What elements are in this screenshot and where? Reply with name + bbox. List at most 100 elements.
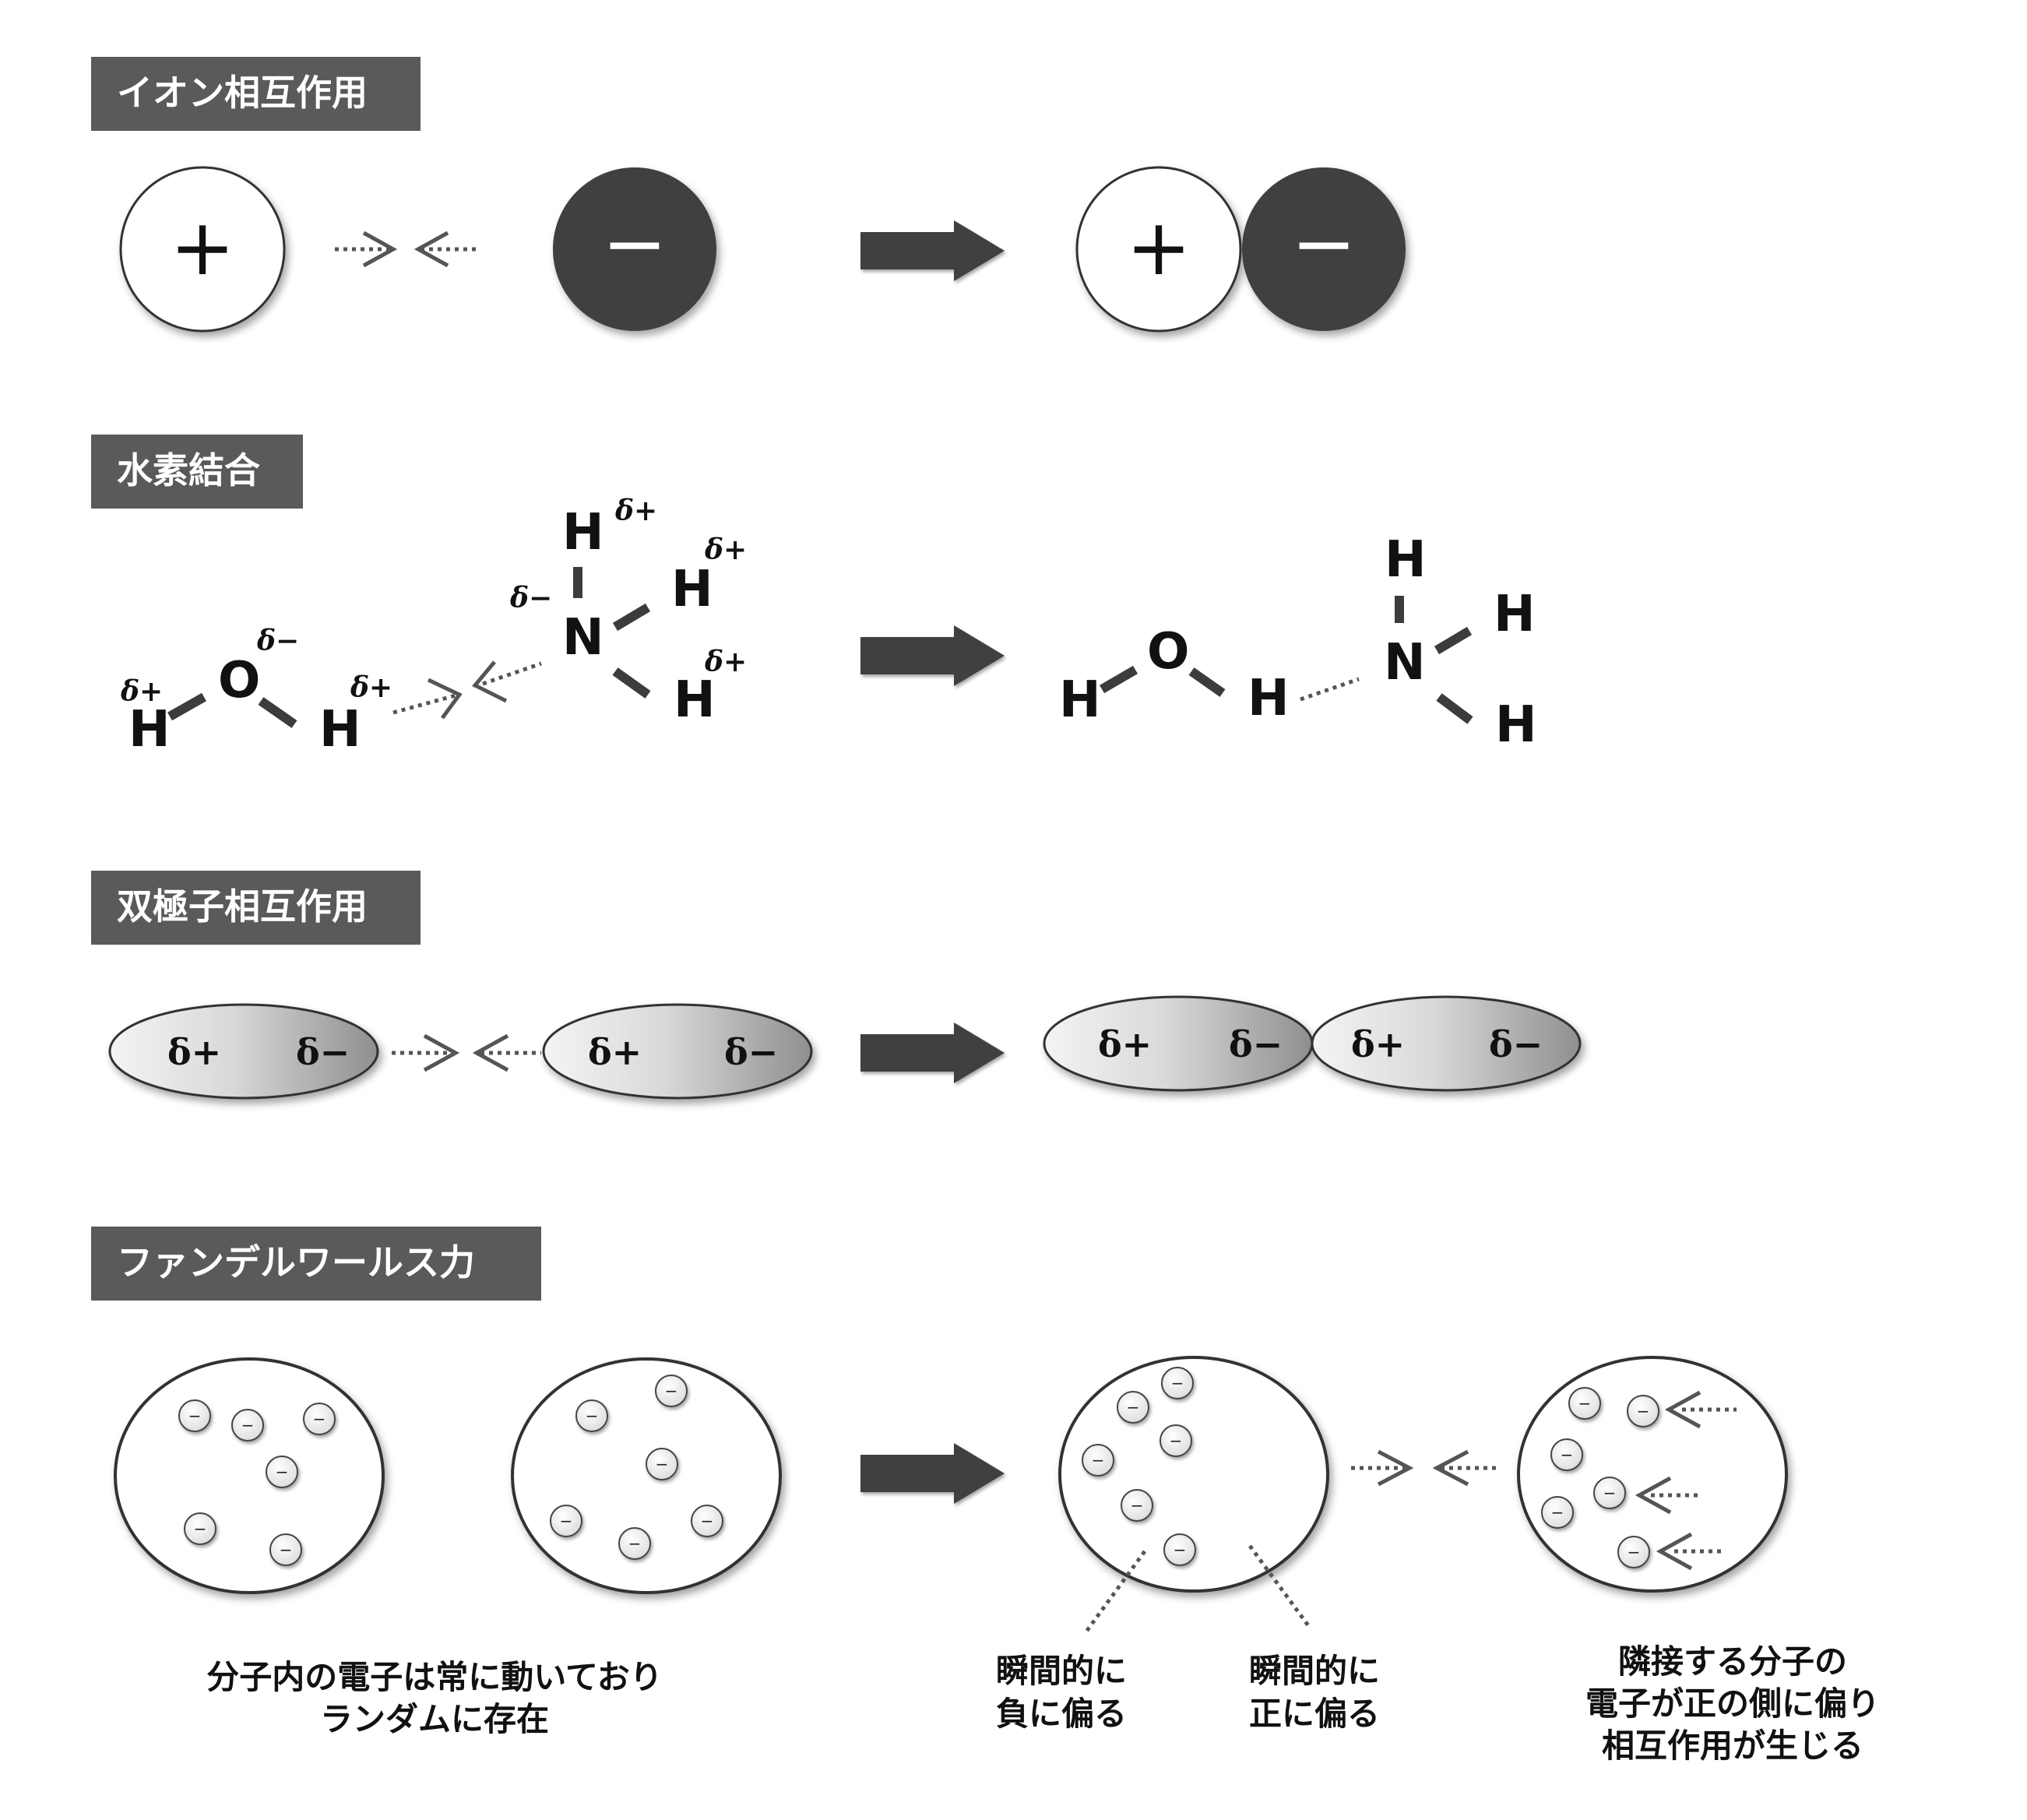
atom-n: N bbox=[1384, 634, 1426, 692]
attraction-arrows-vdw bbox=[1351, 1449, 1499, 1487]
molecule-induced: −−−−−− bbox=[1517, 1356, 1788, 1593]
section-header-dipole: 双極子相互作用 bbox=[91, 871, 421, 945]
electron-sign: − bbox=[280, 1540, 293, 1559]
atom-h: H bbox=[674, 671, 716, 729]
caption-line: 負に偏る bbox=[996, 1695, 1127, 1733]
dipole-delta-plus: δ+ bbox=[167, 1031, 221, 1073]
electron: − bbox=[1593, 1477, 1626, 1509]
dipole-pair: δ+ δ− δ+ δ− bbox=[1043, 995, 1582, 1092]
electron: − bbox=[1082, 1444, 1114, 1477]
caption-line: 電子が正の側に偏り bbox=[1585, 1684, 1880, 1723]
reaction-arrow-ionic bbox=[860, 220, 1005, 281]
electron-sign: − bbox=[1561, 1445, 1574, 1464]
electron-group: − − − − − − bbox=[178, 1399, 336, 1566]
section-title-dipole: 双極子相互作用 bbox=[117, 885, 368, 928]
electron-sign: − bbox=[1170, 1431, 1183, 1450]
electron-sign: − bbox=[1127, 1398, 1140, 1417]
atom-h: H bbox=[319, 701, 361, 759]
electron: − bbox=[575, 1399, 608, 1432]
dipole-delta-plus: δ+ bbox=[1351, 1023, 1405, 1065]
electron: − bbox=[655, 1375, 688, 1407]
dipole-delta-plus: δ+ bbox=[1098, 1023, 1152, 1065]
caption-line: ランダムに存在 bbox=[320, 1700, 549, 1738]
electron: − bbox=[1160, 1424, 1192, 1457]
caption-neighbor: 隣接する分子の 電子が正の側に偏り 相互作用が生じる bbox=[1585, 1642, 1880, 1765]
electron-sign: − bbox=[628, 1534, 642, 1553]
ammonia-molecule: H δ+ δ− N H δ+ H δ+ bbox=[509, 495, 747, 729]
dipole-delta-minus: δ− bbox=[1229, 1023, 1283, 1065]
electron: − bbox=[1627, 1395, 1659, 1427]
section-title-ionic: イオン相互作用 bbox=[117, 72, 368, 114]
caption-negative: 瞬間的に 負に偏る bbox=[996, 1652, 1127, 1733]
electron-shift-arrows bbox=[1635, 1390, 1737, 1571]
electron-sign: − bbox=[1171, 1374, 1184, 1392]
electron-sign: − bbox=[665, 1382, 678, 1400]
electron: − bbox=[1541, 1496, 1574, 1529]
electron-sign: − bbox=[1637, 1402, 1650, 1420]
electron: − bbox=[550, 1505, 582, 1537]
electron-sign: − bbox=[1174, 1540, 1187, 1559]
attraction-arrows-hbond bbox=[392, 660, 542, 720]
electron: − bbox=[1550, 1438, 1583, 1471]
reaction-arrow-hbond bbox=[860, 625, 1005, 686]
reaction-arrow-vdw bbox=[860, 1443, 1005, 1504]
caption-line: 瞬間的に bbox=[1249, 1652, 1380, 1690]
atom-n: N bbox=[562, 609, 604, 667]
dipole-molecule: δ+ δ− bbox=[108, 1003, 379, 1100]
atom-o: O bbox=[1147, 623, 1189, 681]
electron-group: − − − − − − bbox=[550, 1375, 723, 1560]
atom-h: H bbox=[1248, 670, 1290, 727]
electron-sign: − bbox=[1628, 1543, 1641, 1561]
section-header-vdw: ファンデルワールス力 bbox=[91, 1227, 541, 1301]
caption-random: 分子内の電子は常に動いており ランダムに存在 bbox=[206, 1658, 662, 1738]
electron-sign: − bbox=[1092, 1451, 1105, 1470]
attraction-arrows-ionic bbox=[335, 231, 479, 268]
electron: − bbox=[1568, 1387, 1601, 1420]
delta-plus-label: δ+ bbox=[614, 495, 657, 527]
cation-sign: + bbox=[170, 202, 235, 293]
electron-sign: − bbox=[586, 1406, 599, 1425]
electron-sign: − bbox=[188, 1406, 202, 1425]
electron-sign: − bbox=[313, 1410, 326, 1428]
electron-sign: − bbox=[656, 1455, 669, 1473]
cation: + bbox=[119, 166, 286, 333]
electron-sign: − bbox=[276, 1463, 289, 1481]
delta-plus-label: δ+ bbox=[704, 646, 747, 678]
electron: − bbox=[303, 1403, 336, 1435]
caption-positive: 瞬間的に 正に偏る bbox=[1249, 1652, 1380, 1733]
atom-h: H bbox=[671, 561, 713, 618]
dipole-delta-minus: δ− bbox=[1489, 1023, 1543, 1065]
atom-h: H bbox=[1385, 531, 1427, 589]
electron-sign: − bbox=[1551, 1503, 1564, 1522]
dipole-delta-plus: δ+ bbox=[588, 1031, 642, 1073]
attraction-arrows-dipole bbox=[392, 1033, 541, 1072]
electron: − bbox=[1617, 1536, 1650, 1568]
electron: − bbox=[231, 1409, 264, 1442]
pair-cation-sign: + bbox=[1126, 202, 1191, 293]
dipole-delta-minus: δ− bbox=[296, 1031, 350, 1073]
electron: − bbox=[184, 1512, 216, 1545]
electron-sign: − bbox=[560, 1512, 573, 1530]
electron: − bbox=[1161, 1367, 1194, 1399]
delta-plus-label: δ+ bbox=[704, 533, 747, 566]
molecule-polarized: − − − − − − bbox=[1058, 1356, 1329, 1633]
delta-plus-label: δ+ bbox=[350, 671, 392, 704]
section-vdw: ファンデルワールス力 −−−−−− −−−−−− −−−−−− − bbox=[91, 1227, 1880, 1765]
electron-sign: − bbox=[241, 1416, 255, 1435]
electron-sign: − bbox=[701, 1512, 714, 1530]
electron: − bbox=[618, 1527, 651, 1560]
electron-group: − − − − − − bbox=[1082, 1367, 1196, 1566]
electron: − bbox=[1121, 1489, 1153, 1522]
electron: − bbox=[1117, 1391, 1149, 1424]
atom-h: H bbox=[128, 701, 171, 759]
dipole-delta-minus: δ− bbox=[724, 1031, 778, 1073]
section-dipole: 双極子相互作用 δ+ δ− δ+ δ− δ+ δ− δ+ δ− bbox=[91, 871, 1582, 1100]
reaction-arrow-dipole bbox=[860, 1023, 1005, 1083]
hydrogen-bond-line bbox=[1300, 677, 1360, 702]
atom-h: H bbox=[562, 504, 604, 561]
anion: − bbox=[553, 167, 716, 331]
electron-sign: − bbox=[1131, 1496, 1144, 1515]
dipole-molecule: δ+ δ− bbox=[542, 1003, 813, 1100]
electron-sign: − bbox=[1578, 1394, 1592, 1413]
